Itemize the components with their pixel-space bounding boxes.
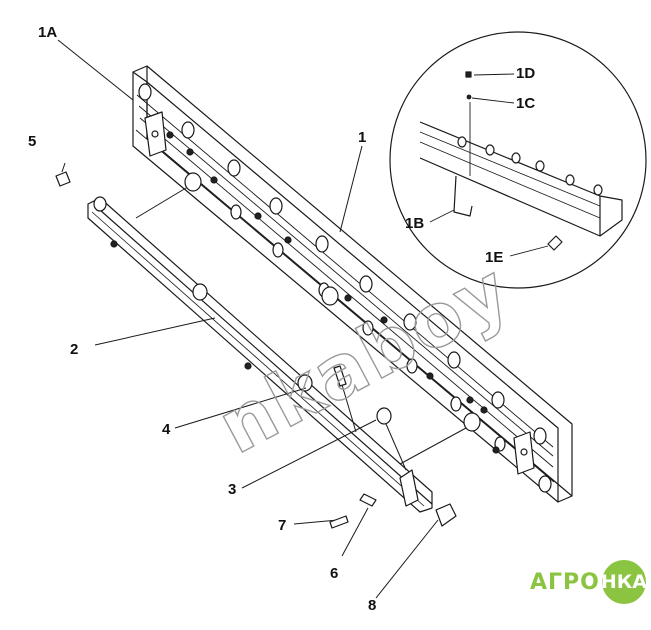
label-1D: 1D [516,65,536,82]
label-1C: 1C [516,95,536,112]
brand-circle: НКА [600,560,647,604]
label-4: 4 [162,421,171,438]
label-1A: 1A [38,24,58,41]
label-1E: 1E [485,249,504,266]
brand-text: АГРО [530,569,600,595]
small-parts [55,171,457,529]
label-1: 1 [358,129,367,146]
lower-shaft [87,196,433,513]
label-6: 6 [330,565,339,582]
brand-circle-text: НКА [600,571,647,593]
detail-inset [389,31,647,289]
end-brackets [144,111,535,475]
beam-bolts [166,131,500,454]
label-5: 5 [28,133,37,150]
label-3: 3 [228,481,237,498]
couplers [184,172,481,432]
leader-lines [57,39,467,599]
label-7: 7 [278,517,287,534]
label-1B: 1B [405,215,425,232]
label-2: 2 [70,341,79,358]
label-8: 8 [368,597,377,614]
beam-clips [138,83,552,493]
brand-logo: АГРО НКА [530,560,647,604]
